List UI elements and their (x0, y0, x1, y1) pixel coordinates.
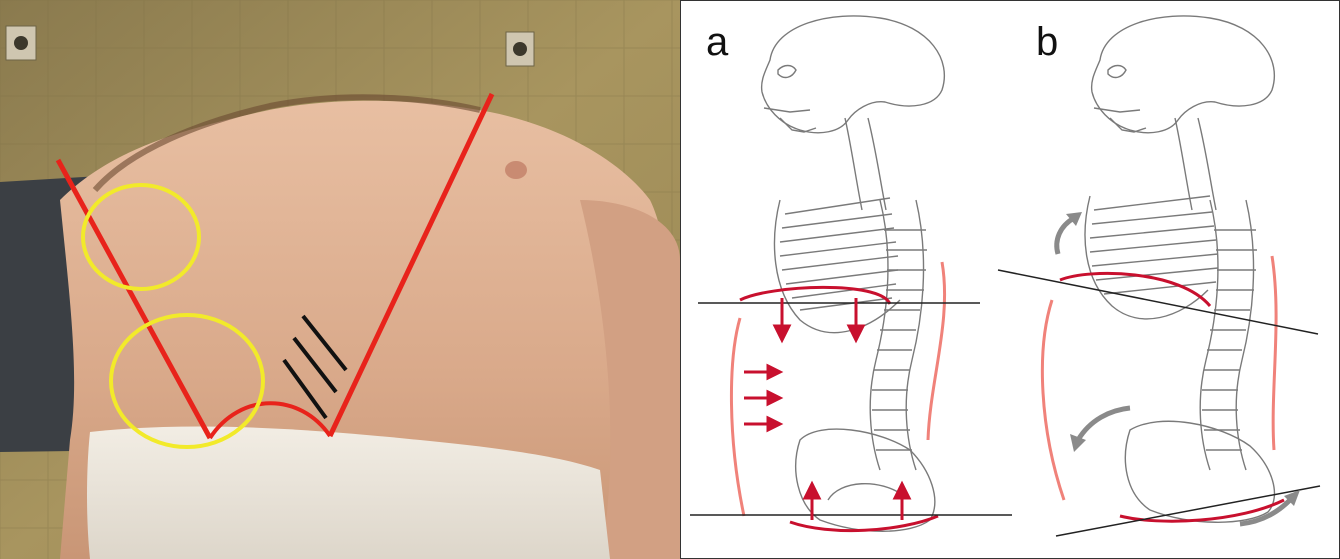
diaphragm-line-b (1060, 273, 1210, 306)
back-wall-line-a (928, 262, 945, 440)
rotation-arrowheads-b (1066, 212, 1300, 506)
patient-photo-panel (0, 0, 680, 559)
skeleton-b (1085, 16, 1274, 522)
rotation-arrows-b (1057, 218, 1290, 524)
abdominal-wall-line-b (1042, 300, 1064, 500)
panel-label-b: b (1036, 22, 1058, 62)
skeleton-diagrams (680, 0, 1340, 559)
abdominal-wall-line-a (731, 318, 744, 516)
skeleton-a (762, 16, 945, 531)
patient-photo (0, 0, 680, 559)
panel-label-a: a (706, 22, 728, 62)
wall-socket-right (506, 32, 534, 66)
wall-socket-left (6, 26, 36, 60)
nipple (505, 161, 527, 179)
back-wall-line-b (1272, 256, 1276, 450)
diagram-panel: a b (680, 0, 1340, 559)
